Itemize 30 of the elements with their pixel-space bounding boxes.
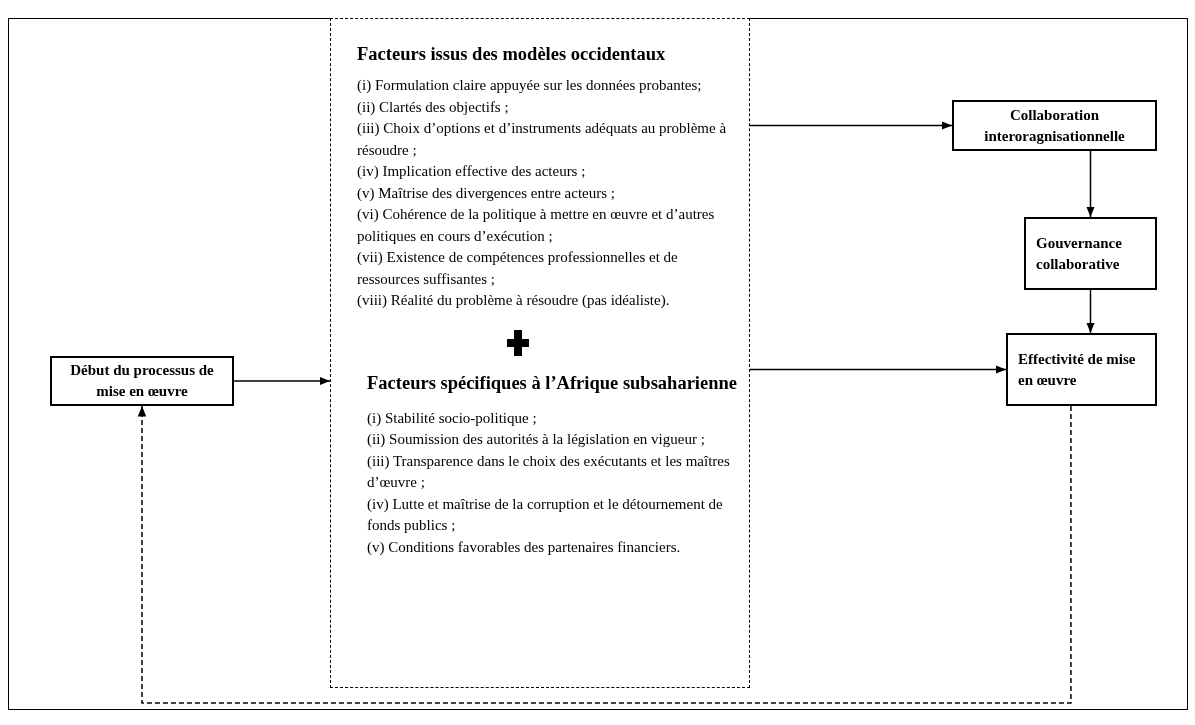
factor-item: (vi) Cohérence de la politique à mettre en œuvre et d’autres politiques en cours d’exécution ;: [357, 205, 716, 246]
process-box: [1024, 217, 1157, 290]
arrow: [137, 405, 1072, 704]
box-label: Collaboration interoragnisationnelle: [983, 105, 1126, 146]
factor-item: (i) Stabilité socio-politique ;: [366, 408, 538, 428]
factor-item: (viii) Réalité du problème à résoudre (pas idéaliste).: [357, 291, 671, 310]
arrow: [233, 376, 331, 386]
section-heading: Facteurs spécifiques à l’Afrique subsaharienne: [367, 371, 738, 395]
box-label: Début du processus de mise en œuvre: [69, 361, 215, 401]
factor-item: (v) Conditions favorables des partenaires financiers.: [366, 537, 682, 557]
factor-item: (i) Formulation claire appuyée sur les données probantes;: [357, 76, 703, 95]
factor-item: (ii) Soumission des autorités à la législation en vigueur ;: [366, 430, 706, 449]
factor-item: (iv) Lutte et maîtrise de la corruption et le détournement de fonds publics ;: [366, 494, 724, 535]
factor-item: (iii) Transparence dans le choix des exécutants et les maîtres d’œuvre ;: [366, 451, 731, 492]
factor-item: (ii) Clartés des objectifs ;: [357, 97, 510, 117]
process-box: [1006, 333, 1157, 406]
box-label: Effectivité de mise en œuvre: [1018, 349, 1137, 390]
arrow: [1086, 289, 1095, 334]
factor-item: (vii) Existence de compétences professionnelles et de ressources suffisantes ;: [357, 248, 679, 289]
factor-item: (iii) Choix d’options et d’instruments adéquats au problème à résoudre ;: [357, 119, 728, 160]
arrow: [1086, 150, 1095, 218]
factor-item: (v) Maîtrise des divergences entre acteurs ;: [357, 183, 616, 203]
arrow: [749, 121, 953, 130]
arrow: [749, 365, 1007, 374]
box-label: Gouvernance collaborative: [1036, 233, 1123, 274]
process-box: [50, 356, 234, 406]
process-box: [952, 100, 1157, 151]
dashed-panel: [330, 18, 750, 688]
factor-item: (iv) Implication effective des acteurs ;: [357, 162, 587, 181]
section-heading: Facteurs issus des modèles occidentaux: [357, 43, 667, 66]
